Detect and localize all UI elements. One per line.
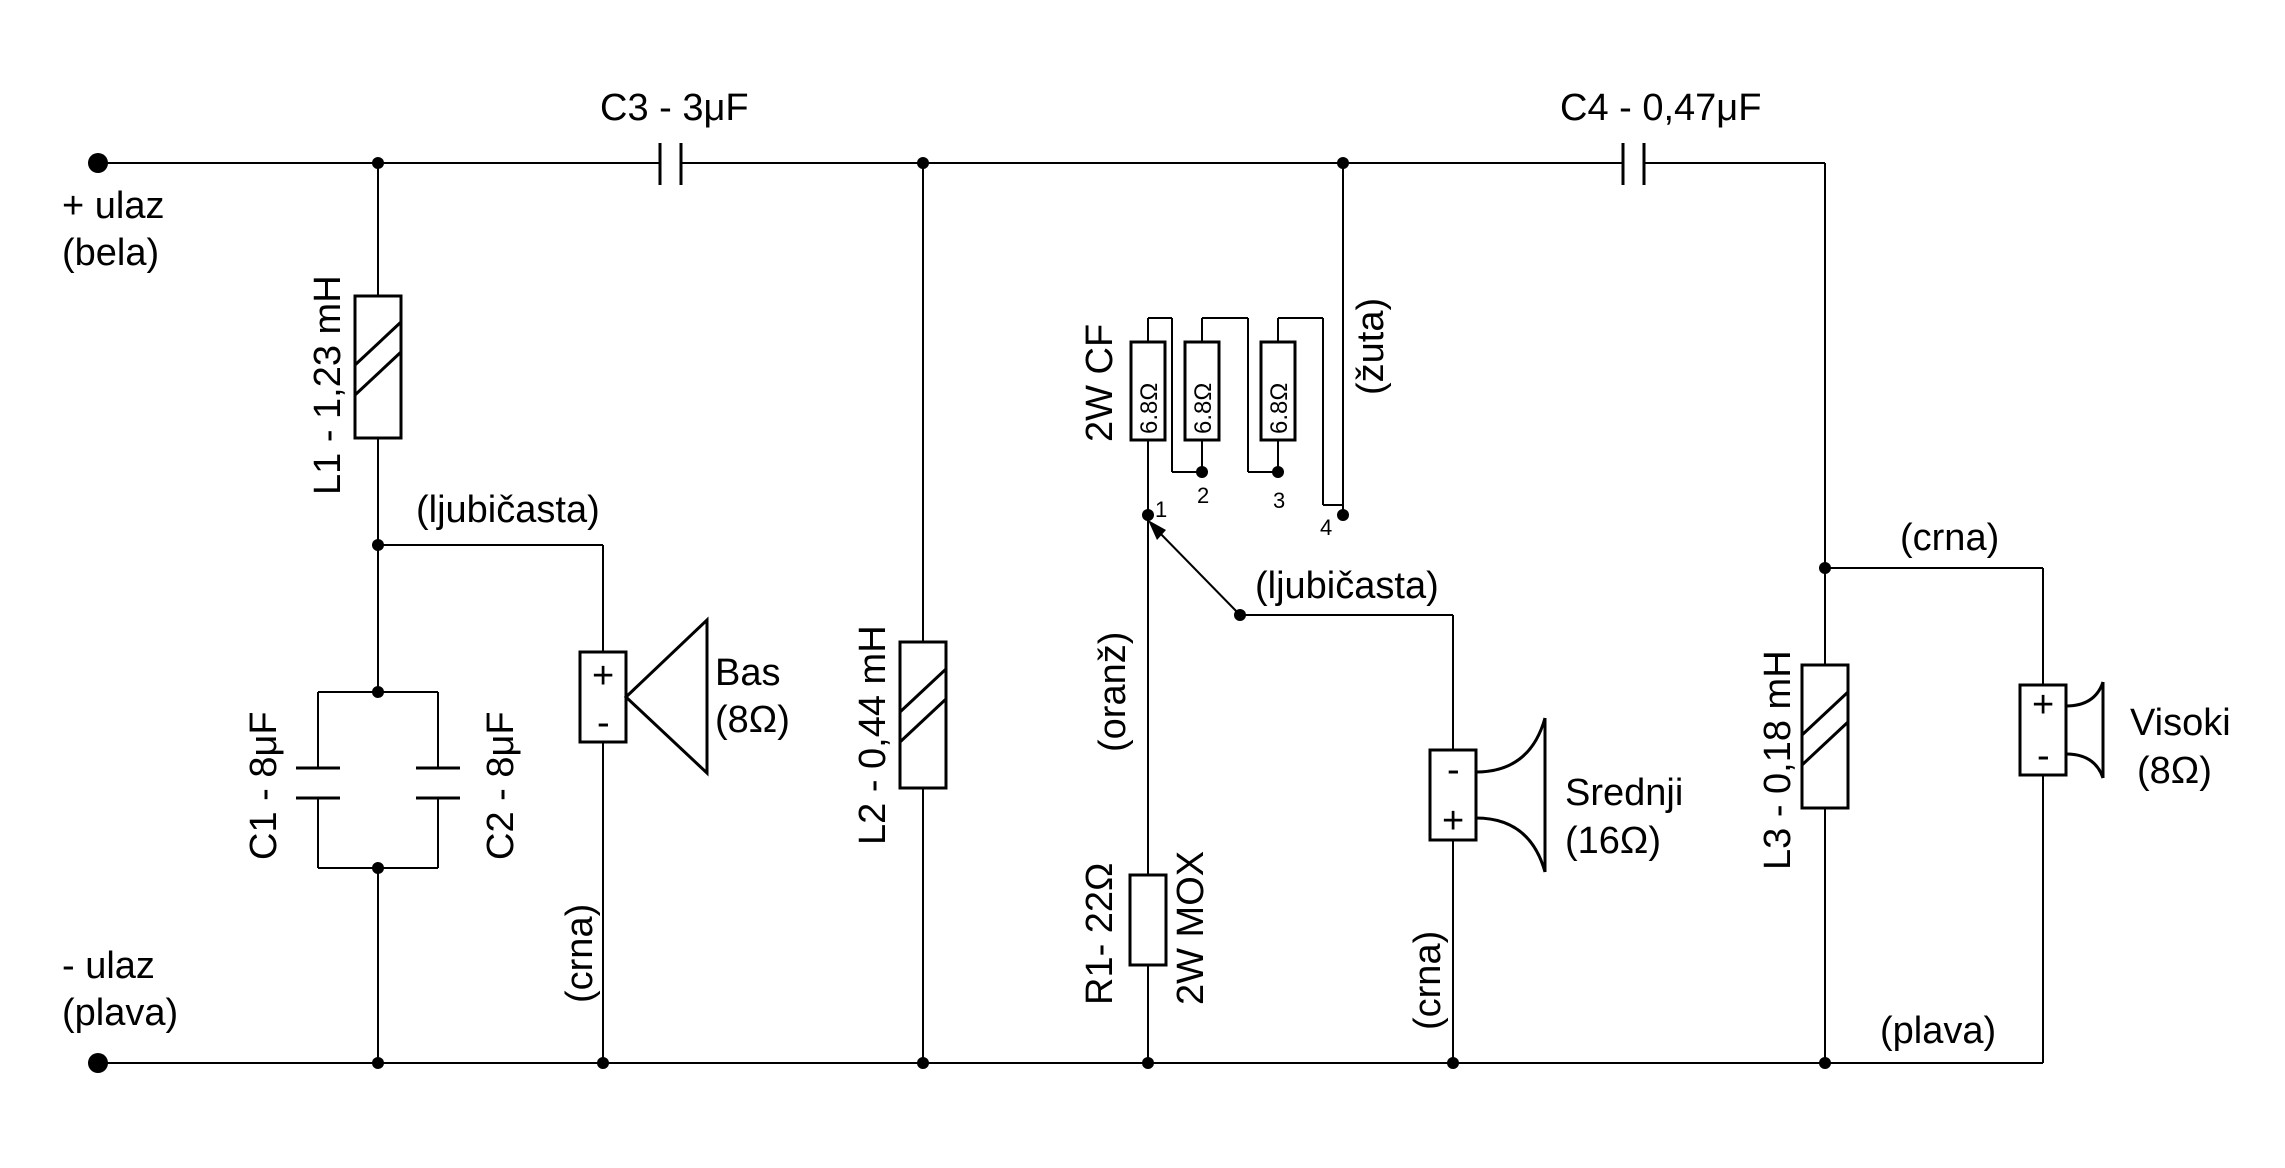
bass-plus-sign: + [592, 655, 614, 697]
bass-speaker-name: Bas [715, 652, 780, 694]
tap-label-1: 1 [1155, 497, 1167, 522]
c2-label: C2 - 8μF [480, 711, 522, 860]
c1-label: C1 - 8μF [243, 711, 285, 860]
midrange-speaker-icon [1428, 717, 1547, 873]
wire-color-crna-mid: (crna) [1407, 931, 1449, 1030]
junction-dot [372, 157, 384, 169]
bass-speaker-impedance: (8Ω) [715, 699, 790, 741]
junction-dot [372, 1057, 384, 1069]
resistor-r1 [1128, 873, 1168, 967]
wiper-dot [1234, 609, 1246, 621]
input-minus-color: (plava) [62, 992, 178, 1034]
tap-label-2: 2 [1197, 483, 1209, 508]
junction-dot [372, 539, 384, 551]
tweeter-speaker-icon [2018, 681, 2105, 779]
junction-dots [88, 153, 1831, 1073]
tweeter-minus-sign: - [2037, 735, 2050, 777]
r1-label: R1- 22Ω [1079, 863, 1121, 1005]
inductor-l1 [353, 294, 403, 440]
tap-dot [1272, 466, 1284, 478]
tap-dot [1337, 509, 1349, 521]
wire-color-plava-tweeter: (plava) [1880, 1010, 1996, 1052]
junction-dot [1337, 157, 1349, 169]
junction-dot [1819, 1057, 1831, 1069]
l1-label: L1 - 1,23 mH [307, 275, 349, 495]
wire-color-oranz: (oranž) [1092, 632, 1134, 752]
ladder-resistor-2-label: 6.8Ω [1190, 383, 1217, 434]
l2-label: L2 - 0,44 mH [852, 625, 894, 845]
c3-label: C3 - 3μF [600, 87, 749, 129]
capacitor-c4 [1621, 143, 1646, 185]
bass-minus-sign: - [597, 702, 610, 744]
junction-dot [597, 1057, 609, 1069]
input-minus-label: - ulaz [62, 945, 155, 987]
wire-color-ljubicasta-bass: (ljubičasta) [416, 489, 600, 531]
capacitor-c1 [296, 766, 340, 800]
tap-label-4: 4 [1320, 515, 1332, 540]
input-minus-terminal[interactable] [88, 1053, 108, 1073]
junction-dot [372, 686, 384, 698]
capacitor-c3 [658, 143, 683, 185]
junction-dot [1819, 562, 1831, 574]
junction-dot [372, 862, 384, 874]
bass-speaker-icon [578, 616, 709, 777]
inductor-l3 [1800, 663, 1850, 810]
mid-plus-sign: + [1442, 800, 1464, 842]
midrange-speaker-name: Srednji [1565, 772, 1683, 814]
r1-type-label: 2W MOX [1170, 851, 1212, 1005]
ladder-resistor-1-label: 6.8Ω [1136, 383, 1163, 434]
tap-dot [1142, 509, 1154, 521]
junction-dot [917, 157, 929, 169]
mid-minus-sign: - [1447, 749, 1460, 791]
junction-dot [917, 1057, 929, 1069]
junction-dot [1142, 1057, 1154, 1069]
wire-color-crna-tweeter: (crna) [1900, 517, 1999, 559]
resistor-ladder [1129, 340, 1297, 442]
input-plus-color: (bela) [62, 232, 159, 274]
tweeter-plus-sign: + [2032, 684, 2054, 726]
tweeter-speaker-impedance: (8Ω) [2137, 750, 2212, 792]
c4-label: C4 - 0,47μF [1560, 87, 1761, 129]
tap-label-3: 3 [1273, 488, 1285, 513]
ladder-type-label: 2W CF [1079, 324, 1121, 442]
tap-dot [1196, 466, 1208, 478]
wire-color-ljubicasta-mid: (ljubičasta) [1255, 565, 1439, 607]
junction-dot [1447, 1057, 1459, 1069]
wires [98, 162, 2044, 1064]
wire-color-crna-bass: (crna) [559, 904, 601, 1003]
capacitor-c2 [416, 766, 460, 800]
midrange-speaker-impedance: (16Ω) [1565, 820, 1661, 862]
tweeter-speaker-name: Visoki [2130, 702, 2231, 744]
l3-label: L3 - 0,18 mH [1757, 650, 1799, 870]
wire-color-zuta: (žuta) [1350, 298, 1392, 395]
ladder-resistor-3-label: 6.8Ω [1266, 383, 1293, 434]
input-plus-label: + ulaz [62, 185, 164, 227]
input-plus-terminal[interactable] [88, 153, 108, 173]
inductor-l2 [898, 640, 948, 790]
